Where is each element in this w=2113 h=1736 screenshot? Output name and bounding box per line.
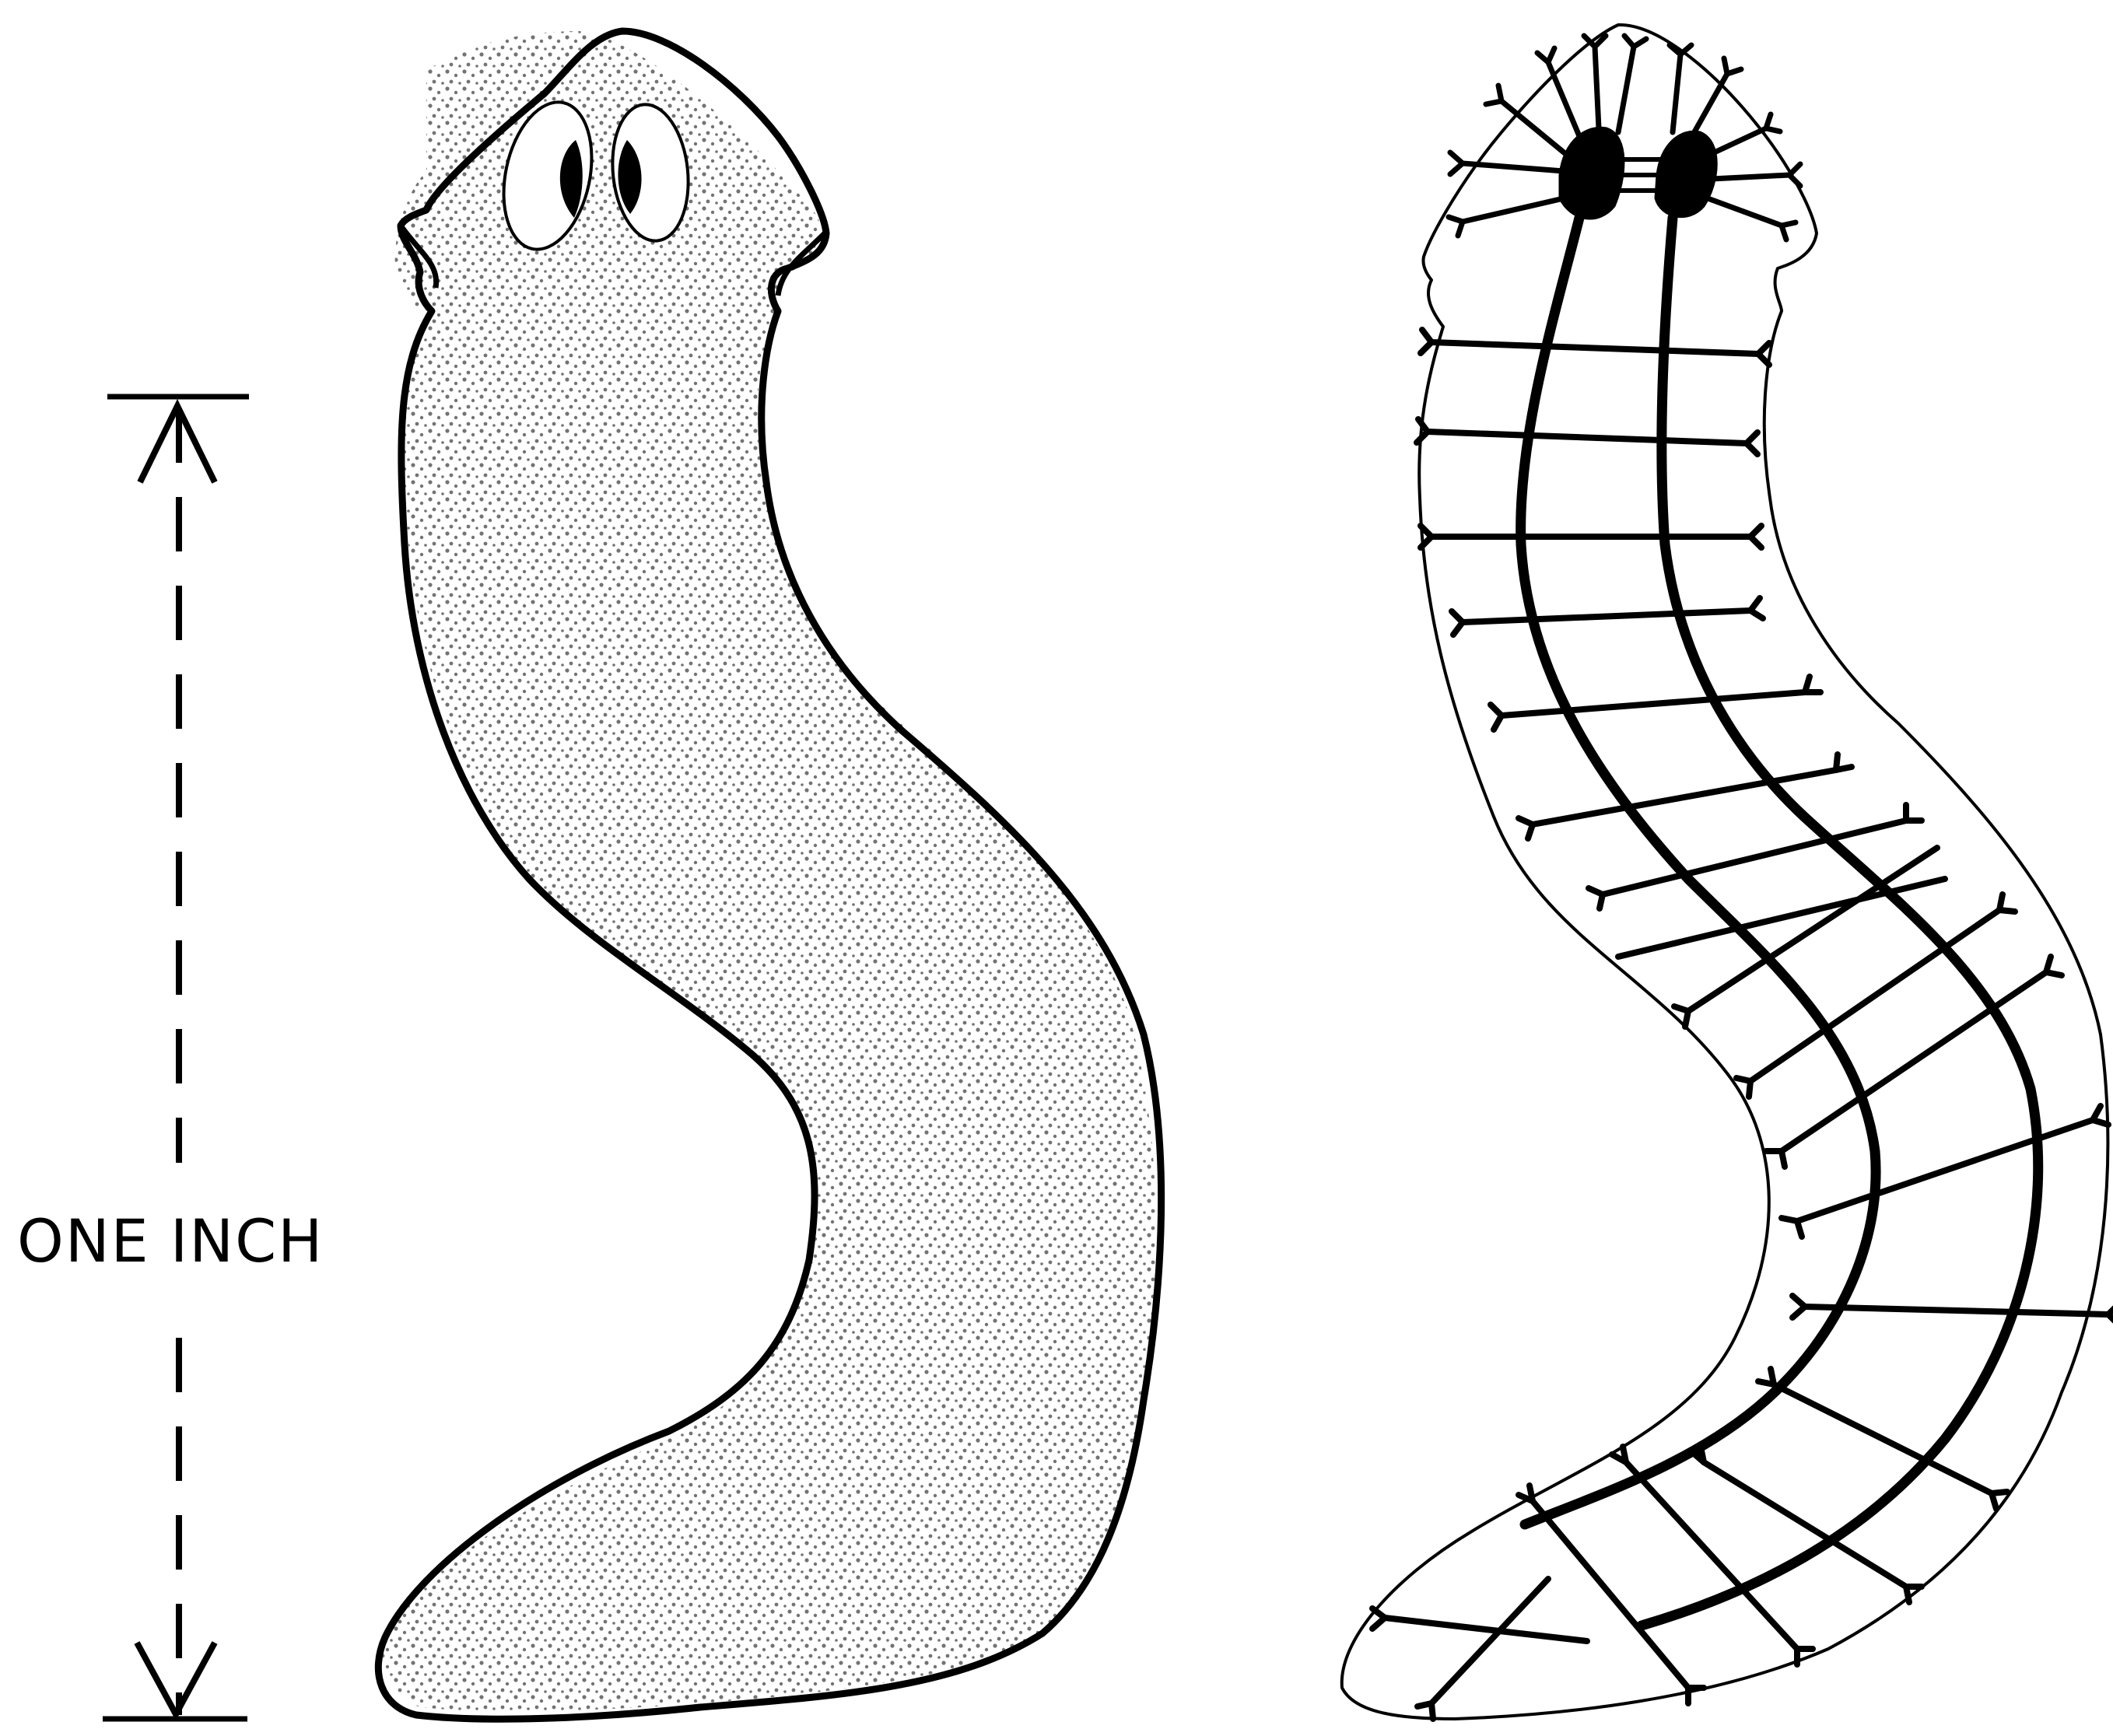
- ns-body-outline: [1342, 25, 2108, 1719]
- planarian-nervous-system-view: [1342, 25, 2113, 1719]
- cerebral-ganglion-right: [1656, 131, 1716, 216]
- scale-label: ONE INCH: [17, 1206, 324, 1276]
- head-radial-nerves: [1449, 36, 1800, 240]
- scale-bar: ONE INCH: [17, 397, 324, 1719]
- planarian-external-view: [378, 31, 1161, 1719]
